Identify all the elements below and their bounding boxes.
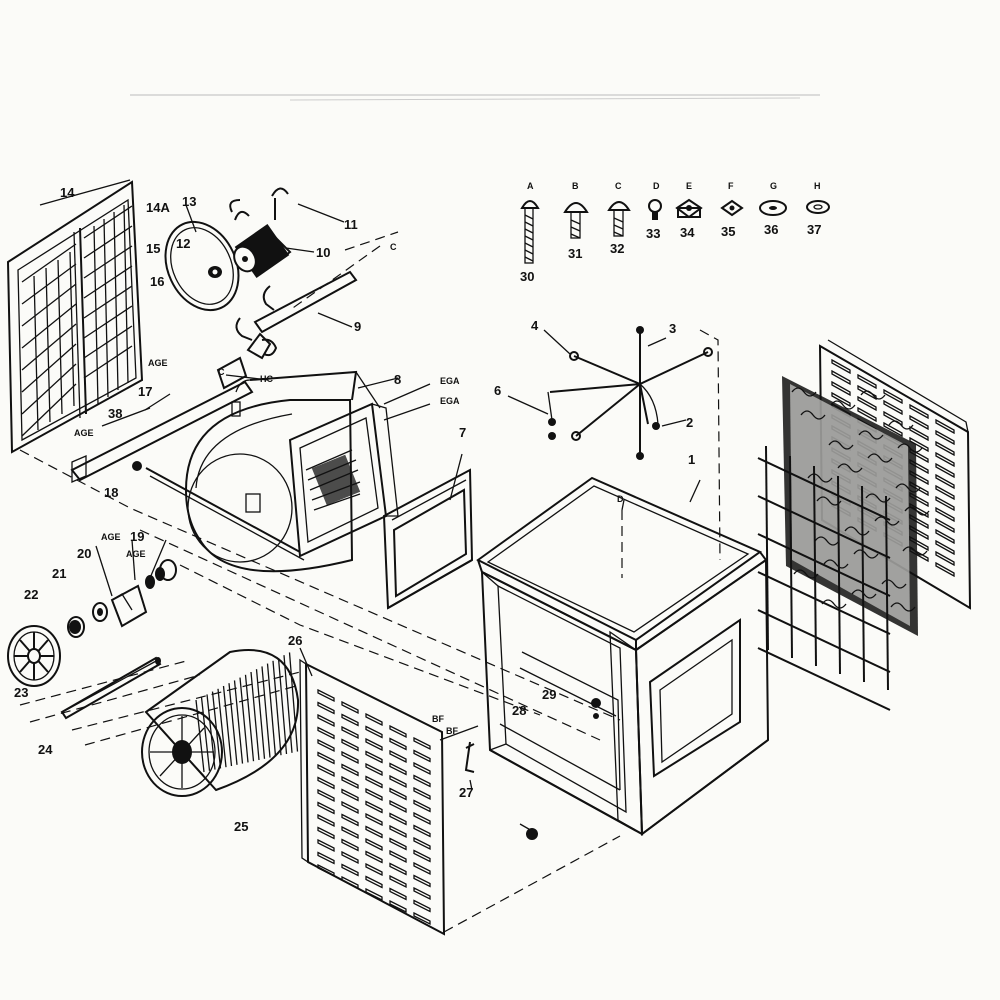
label-part-38: 38 [108,406,122,421]
label-part-9: 9 [354,319,361,334]
hardware-letter-c: C [615,181,622,191]
square-nut-icon [675,198,703,219]
hardware-number-34: 34 [680,225,695,240]
hardware-letter-b: B [572,181,579,191]
label-part-22: 22 [24,587,38,602]
label-part-20: 20 [77,546,91,561]
code-c-upper: C [390,242,397,252]
motor-rail [70,356,254,483]
label-part-28: 28 [512,703,526,718]
label-part-16: 16 [150,274,164,289]
flat-washer-icon [759,200,787,216]
code-age-left: AGE [74,428,94,438]
hardware-letter-g: G [770,181,777,191]
hardware-number-32: 32 [610,241,624,256]
side-panel-left [6,180,144,454]
code-hc: HC [260,374,273,384]
code-age-bearing: AGE [101,532,121,542]
label-part-29: 29 [542,687,556,702]
water-distributor [547,326,713,460]
hardware-row: A B C D E F G H 30 31 32 33 34 35 36 37 [520,181,830,284]
carriage-bolt-long-icon [520,200,540,264]
label-part-27: 27 [459,785,473,800]
hardware-letter-h: H [814,181,821,191]
hardware-number-33: 33 [646,226,660,241]
blower-housing [145,370,399,573]
label-part-7: 7 [459,425,466,440]
hardware-number-30: 30 [520,269,534,284]
label-part-17: 17 [138,384,152,399]
hardware-number-35: 35 [721,224,735,239]
code-age-collar: AGE [126,549,146,559]
code-bf-upper: BF [432,714,444,724]
hardware-letter-e: E [686,181,692,191]
code-ega-upper: EGA [440,376,460,386]
hardware-number-36: 36 [764,222,778,237]
carriage-bolt-short-icon [607,201,631,237]
label-part-26: 26 [288,633,302,648]
label-part-12: 12 [176,236,190,251]
label-part-2: 2 [686,415,693,430]
label-part-24: 24 [38,742,53,757]
cabinet [476,476,770,836]
hardware-number-31: 31 [568,246,582,261]
front-louver-panel [299,658,446,936]
shaft-parts [7,559,300,797]
label-part-14: 14 [60,185,75,200]
label-part-15: 15 [146,241,160,256]
hardware-number-37: 37 [807,222,821,237]
code-d: D [617,494,624,504]
code-age-rail: AGE [148,358,168,368]
label-part-3: 3 [669,321,676,336]
code-c-lower: C [218,367,225,377]
screw-icon [648,199,662,220]
code-bf-lower: BF [446,726,458,736]
label-part-21: 21 [52,566,66,581]
motor-assembly [164,187,358,360]
label-part-14a: 14A [146,200,170,215]
label-part-25: 25 [234,819,248,834]
label-part-13: 13 [182,194,196,209]
label-part-1: 1 [688,452,695,467]
lock-washer-icon [806,200,830,214]
label-part-6: 6 [494,383,501,398]
label-part-18: 18 [104,485,118,500]
filter-panel [382,468,474,610]
label-part-10: 10 [316,245,330,260]
label-part-8: 8 [394,372,401,387]
hardware-letter-f: F [728,181,734,191]
code-ega-lower: EGA [440,396,460,406]
label-part-11: 11 [344,217,358,232]
hardware-letter-d: D [653,181,660,191]
label-part-4: 4 [531,318,539,333]
label-part-23: 23 [14,685,28,700]
label-part-19: 19 [130,529,144,544]
carriage-bolt-icon [563,202,589,239]
side-panel-right [757,339,972,711]
square-nut-small-icon [720,199,744,217]
hardware-letter-a: A [527,181,534,191]
